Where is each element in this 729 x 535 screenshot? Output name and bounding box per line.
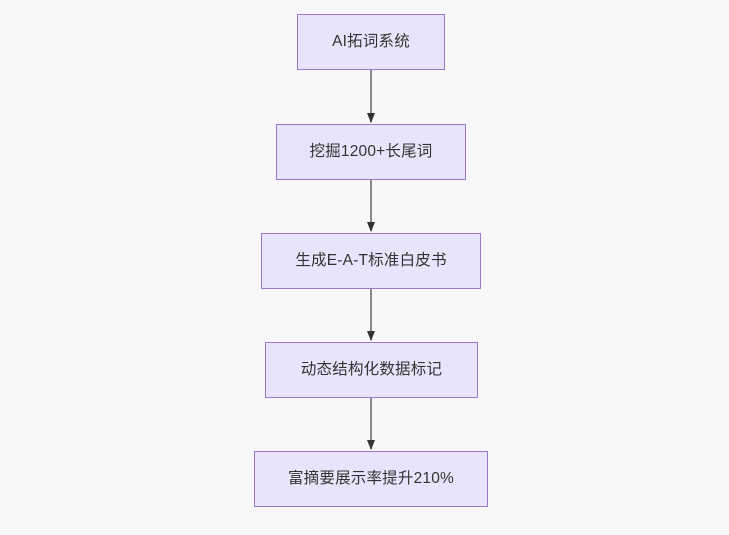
flow-node-label: 富摘要展示率提升210% xyxy=(287,469,455,487)
flow-node-rich-snippet-impression-uplift[interactable]: 富摘要展示率提升210% xyxy=(254,451,488,507)
flow-node-label: AI拓词系统 xyxy=(332,32,410,50)
flow-node-generate-eat-whitepaper[interactable]: 生成E-A-T标准白皮书 xyxy=(261,233,481,289)
flow-node-label: 挖掘1200+长尾词 xyxy=(309,142,433,160)
flow-node-mine-longtail-keywords[interactable]: 挖掘1200+长尾词 xyxy=(276,124,466,180)
flow-node-label: 生成E-A-T标准白皮书 xyxy=(295,251,447,269)
flow-node-label: 动态结构化数据标记 xyxy=(300,360,443,378)
flow-node-dynamic-structured-data-markup[interactable]: 动态结构化数据标记 xyxy=(265,342,478,398)
flow-node-ai-keyword-system[interactable]: AI拓词系统 xyxy=(297,14,445,70)
